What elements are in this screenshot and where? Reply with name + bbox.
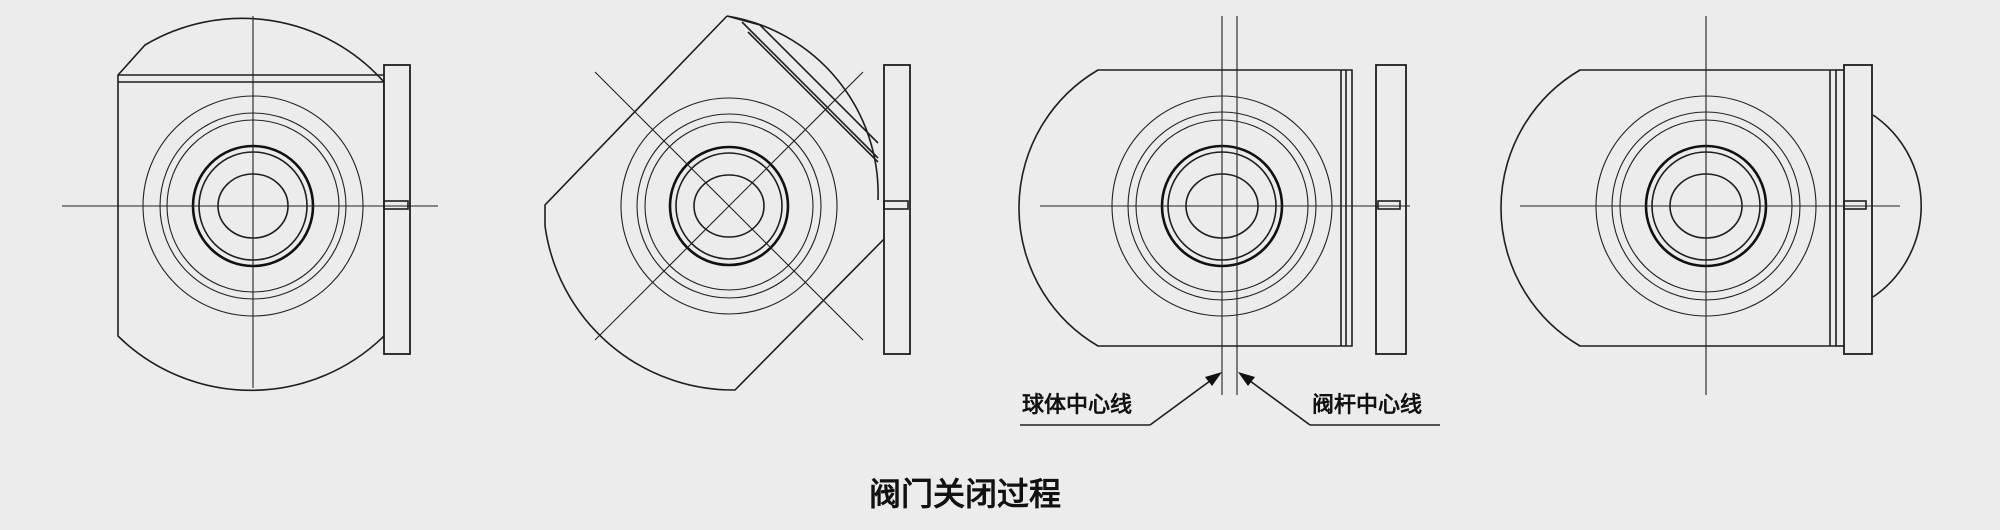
view-4-closed — [1500, 16, 1922, 395]
stem-centerline-label: 阀杆中心线 — [1312, 392, 1422, 418]
view-1-open — [62, 16, 438, 392]
view-3-closed — [1018, 16, 1410, 395]
view-2-rotating — [544, 15, 911, 391]
view-3-body — [1018, 69, 1353, 347]
diagram-caption: 阀门关闭过程 — [869, 475, 1061, 513]
view-4-body — [1500, 69, 1837, 347]
view-2-body — [544, 15, 889, 391]
stem-centerline-callout: 阀杆中心线 — [1238, 372, 1440, 426]
ball-centerline-callout: 球体中心线 — [1020, 372, 1222, 426]
view-1-body — [117, 17, 385, 392]
ball-centerline-label: 球体中心线 — [1022, 392, 1132, 418]
